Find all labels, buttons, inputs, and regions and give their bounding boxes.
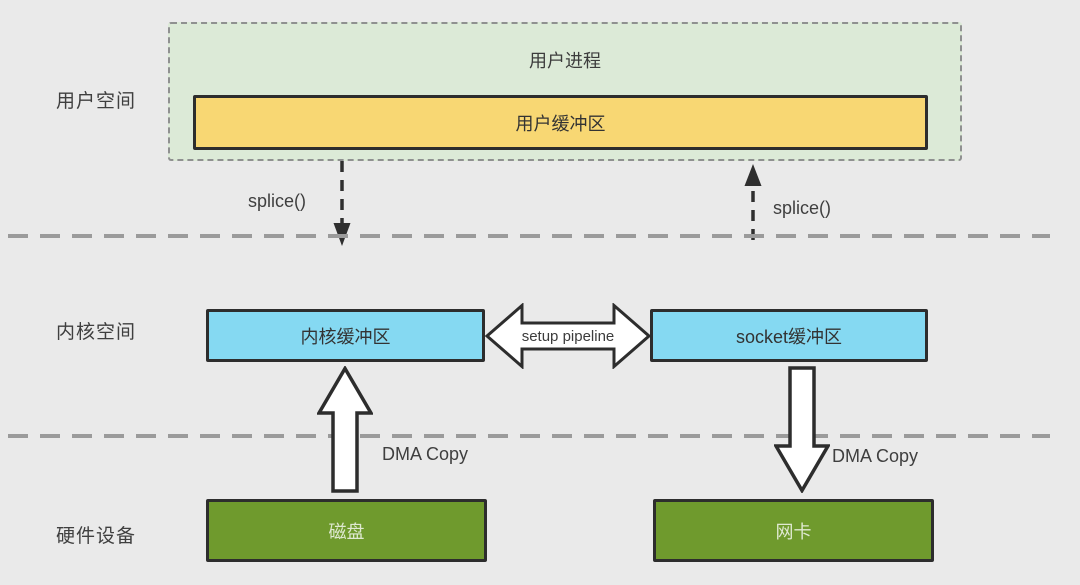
dma-up-arrow-icon <box>317 366 373 493</box>
user-buffer-box: 用户缓冲区 <box>193 95 928 150</box>
splice-up-arrow-icon <box>744 164 762 240</box>
double-arrow-icon <box>484 302 652 370</box>
user-process-label: 用户进程 <box>529 51 601 71</box>
dma-copy-left-label: DMA Copy <box>382 444 469 464</box>
socket-buffer-box: socket缓冲区 <box>650 309 928 362</box>
nic-box: 网卡 <box>653 499 934 562</box>
hardware-zone-label: 硬件设备 <box>56 526 137 547</box>
kernel-space-zone-label: 内核空间 <box>56 322 137 343</box>
socket-buffer-label: socket缓冲区 <box>735 326 843 347</box>
setup-pipeline-label: setup pipeline <box>521 327 615 345</box>
setup-pipeline-arrow: setup pipeline <box>484 302 652 370</box>
kernel-buffer-label: 内核缓冲区 <box>300 326 391 347</box>
disk-box: 磁盘 <box>206 499 487 562</box>
splice-right-label: splice() <box>773 198 832 218</box>
splice-left-label: splice() <box>248 191 307 211</box>
disk-label: 磁盘 <box>328 521 365 542</box>
kernel-buffer-box: 内核缓冲区 <box>206 309 485 362</box>
nic-label: 网卡 <box>775 521 812 542</box>
dma-copy-right-label: DMA Copy <box>832 446 919 466</box>
kernel-hardware-boundary-divider <box>8 434 1050 438</box>
user-buffer-label: 用户缓冲区 <box>515 113 606 134</box>
user-kernel-boundary-divider <box>8 234 1050 238</box>
user-space-zone-label: 用户空间 <box>56 91 137 112</box>
dma-down-arrow-icon <box>774 366 830 493</box>
